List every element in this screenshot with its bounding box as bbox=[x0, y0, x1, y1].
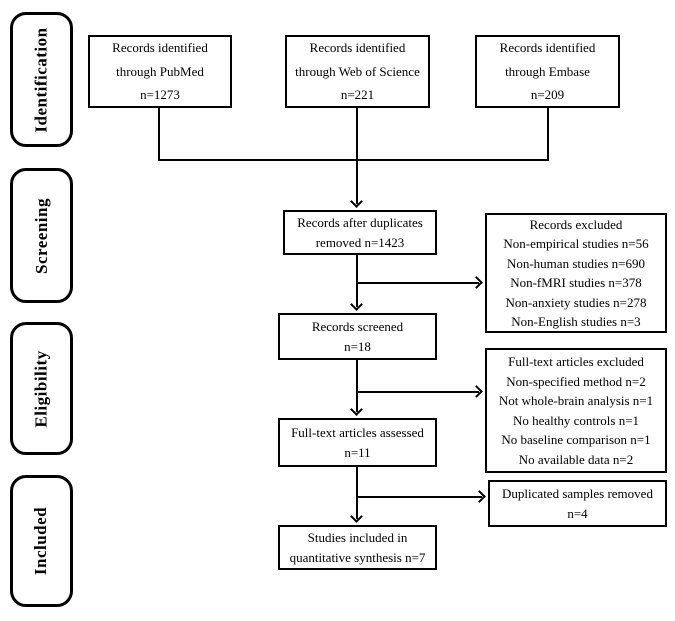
box-duplicated-samples-removed-text: Duplicated samples removed n=4 bbox=[502, 486, 653, 521]
arrowhead-to-duplicates-removed bbox=[350, 195, 363, 208]
box-fulltext-excluded-text: Full-text articles excluded Non-specifie… bbox=[498, 354, 654, 467]
box-fulltext-excluded: Full-text articles excluded Non-specifie… bbox=[485, 348, 667, 473]
connector-to-included bbox=[356, 467, 358, 519]
stage-identification: Identification bbox=[10, 12, 73, 147]
box-fulltext-assessed-text: Full-text articles assessed n=11 bbox=[291, 425, 424, 460]
stage-screening-label: Screening bbox=[31, 197, 51, 274]
stage-included: Included bbox=[10, 475, 73, 607]
connector-branch-fulltext-excluded bbox=[357, 391, 479, 393]
box-studies-included: Studies included in quantitative synthes… bbox=[278, 525, 437, 570]
box-duplicated-samples-removed: Duplicated samples removed n=4 bbox=[488, 480, 667, 527]
connector-drop-web-of-science bbox=[356, 108, 358, 160]
arrowhead-duplicated-samples bbox=[473, 490, 486, 503]
box-duplicates-removed: Records after duplicates removed n=1423 bbox=[283, 210, 437, 255]
stage-eligibility-label: Eligibility bbox=[31, 349, 51, 428]
connector-to-assessed bbox=[356, 360, 358, 412]
box-records-screened: Records screened n=18 bbox=[278, 313, 437, 360]
box-records-pubmed-text: Records identified through PubMed n=1273 bbox=[112, 40, 208, 103]
arrowhead-to-assessed bbox=[350, 403, 363, 416]
box-studies-included-text: Studies included in quantitative synthes… bbox=[289, 530, 426, 565]
stage-eligibility: Eligibility bbox=[10, 322, 73, 455]
box-records-web-of-science-text: Records identified through Web of Scienc… bbox=[295, 40, 420, 103]
connector-drop-pubmed bbox=[158, 108, 160, 161]
connector-to-screened bbox=[356, 255, 358, 307]
stage-screening: Screening bbox=[10, 168, 73, 303]
box-fulltext-assessed: Full-text articles assessed n=11 bbox=[278, 418, 437, 467]
box-records-embase: Records identified through Embase n=209 bbox=[475, 35, 620, 108]
arrowhead-records-excluded bbox=[470, 276, 483, 289]
box-records-excluded-text: Records excluded Non-empirical studies n… bbox=[503, 216, 649, 330]
box-records-web-of-science: Records identified through Web of Scienc… bbox=[285, 35, 430, 108]
box-records-excluded: Records excluded Non-empirical studies n… bbox=[485, 213, 667, 333]
box-records-embase-text: Records identified through Embase n=209 bbox=[499, 40, 596, 103]
connector-merge-horizontal bbox=[158, 159, 549, 161]
box-duplicates-removed-text: Records after duplicates removed n=1423 bbox=[297, 215, 423, 250]
arrowhead-to-included bbox=[350, 510, 363, 523]
box-records-screened-text: Records screened n=18 bbox=[311, 319, 404, 354]
stage-identification-label: Identification bbox=[31, 26, 51, 133]
connector-branch-duplicated-samples bbox=[357, 496, 482, 498]
stage-included-label: Included bbox=[31, 506, 51, 576]
connector-branch-records-excluded bbox=[357, 282, 479, 284]
connector-to-duplicates-removed bbox=[356, 159, 358, 204]
arrowhead-to-screened bbox=[350, 298, 363, 311]
box-records-pubmed: Records identified through PubMed n=1273 bbox=[88, 35, 232, 108]
arrowhead-fulltext-excluded bbox=[470, 385, 483, 398]
connector-drop-embase bbox=[547, 108, 549, 161]
